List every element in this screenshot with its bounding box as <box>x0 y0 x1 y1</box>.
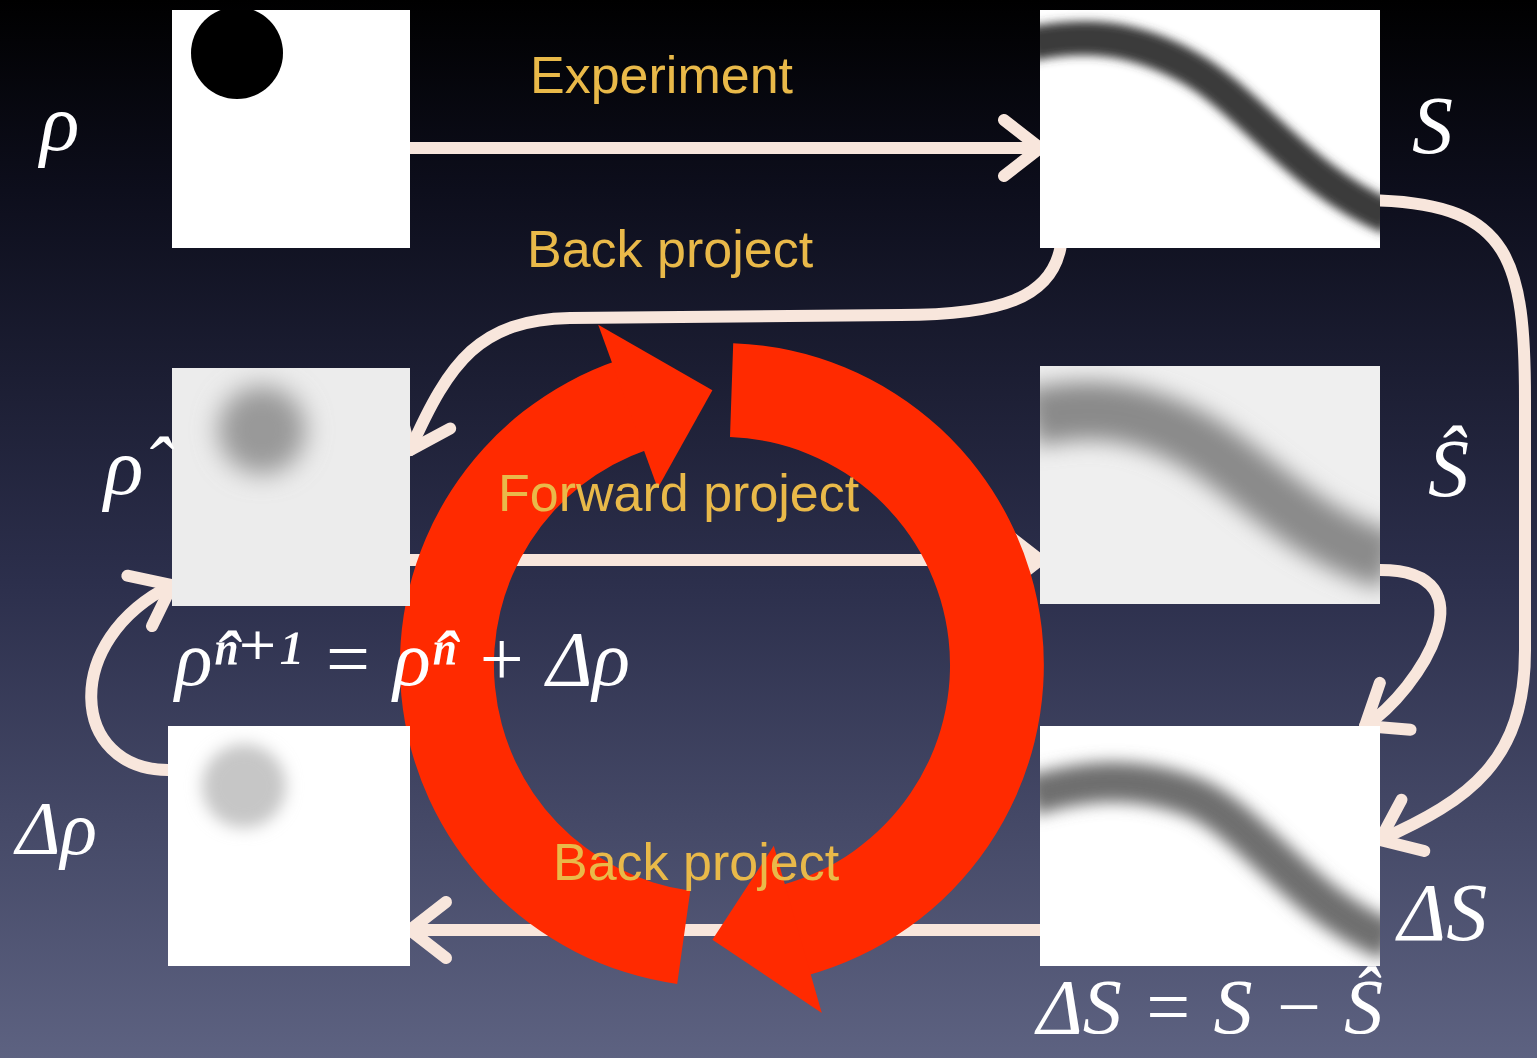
variable-label: Ŝ <box>1428 428 1469 510</box>
variable-label: S <box>1412 85 1453 167</box>
arrow-line <box>1380 200 1525 840</box>
image-panel: ΔSΔS = S − Ŝ <box>1040 726 1380 966</box>
sinogram-estimate-image <box>1040 366 1380 604</box>
image-panel: ρ̂ <box>172 368 410 606</box>
image-panel: Δρ <box>168 726 410 966</box>
flow-arrow <box>399 248 1060 450</box>
variable-label: Δρ <box>16 790 97 866</box>
flow-arrow <box>91 576 172 770</box>
flow-arrow <box>410 120 1040 176</box>
step-label: Back project <box>527 220 813 280</box>
variable-label: ρ <box>40 82 79 164</box>
residual-image <box>1040 726 1380 966</box>
estimate-image <box>172 368 410 606</box>
image-panel: ρ <box>172 10 410 248</box>
step-label: Back project <box>553 833 839 893</box>
arrowhead <box>1004 120 1040 176</box>
step-label: Forward project <box>498 464 859 524</box>
arrowhead <box>1380 800 1424 851</box>
correction-image <box>168 726 410 966</box>
sinogram-image <box>1040 10 1380 248</box>
arrowhead <box>1365 683 1410 730</box>
arrowhead <box>127 576 172 626</box>
flow-arrow <box>1380 200 1525 851</box>
object-image <box>172 10 410 248</box>
variable-label: ΔS <box>1398 872 1487 954</box>
equation-label: ΔS = S − Ŝ <box>980 968 1440 1046</box>
image-panel: Ŝ <box>1040 366 1380 604</box>
update-equation: ρ̂ⁿ⁺¹ = ρ̂ⁿ + Δρ <box>175 620 630 698</box>
cycle-arrowhead <box>598 325 712 489</box>
arrow-line <box>410 142 1040 154</box>
variable-label: ρ̂ <box>104 426 143 508</box>
image-panel: S <box>1040 10 1380 248</box>
step-label: Experiment <box>530 46 793 106</box>
arrowhead <box>410 902 446 958</box>
